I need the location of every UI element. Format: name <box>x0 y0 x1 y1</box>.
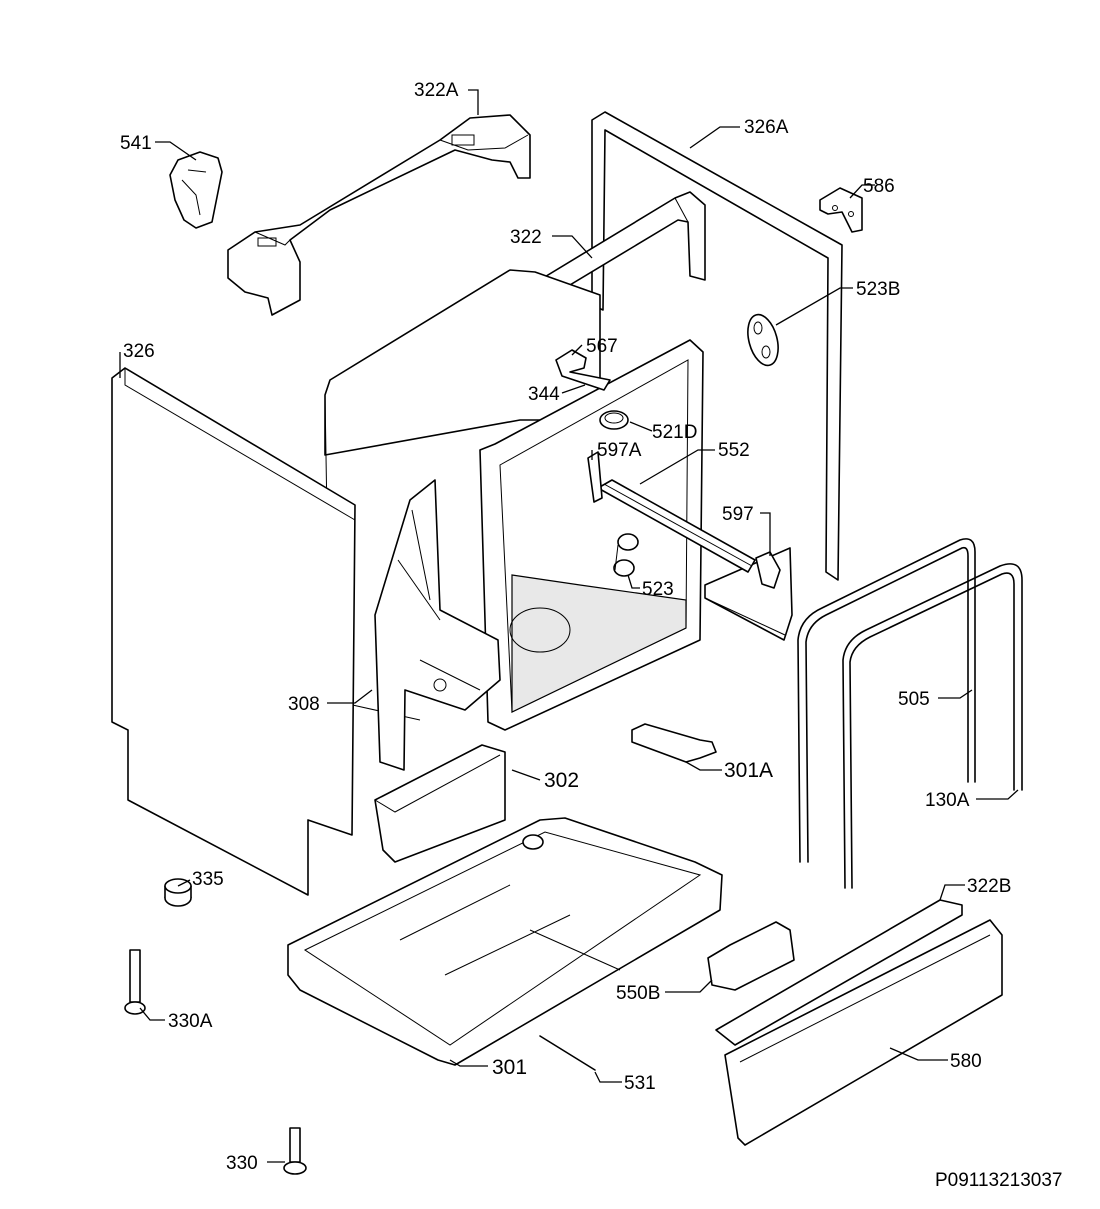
part-labels: 322A 541 326A 586 322 523B 326 567 344 5… <box>120 80 1011 1174</box>
label-550b: 550B <box>616 983 660 1004</box>
part-552-rail <box>587 451 781 589</box>
label-330a: 330A <box>168 1011 213 1032</box>
part-326-side-panel <box>111 367 356 896</box>
label-344: 344 <box>528 384 560 405</box>
label-335: 335 <box>192 869 224 890</box>
part-322b-580-plinth <box>715 899 1003 1146</box>
label-531: 531 <box>624 1073 656 1094</box>
label-330: 330 <box>226 1153 258 1174</box>
label-541: 541 <box>120 133 152 154</box>
part-302-control-box <box>374 744 506 863</box>
label-301: 301 <box>492 1056 527 1079</box>
label-301a: 301A <box>724 759 773 782</box>
label-580: 580 <box>950 1051 982 1072</box>
part-330a-screw <box>124 949 146 1015</box>
part-tub <box>324 269 704 731</box>
label-567: 567 <box>586 336 618 357</box>
label-523: 523 <box>642 579 674 600</box>
label-130a: 130A <box>925 790 970 811</box>
label-521d: 521D <box>652 422 697 443</box>
label-523b: 523B <box>856 279 900 300</box>
label-597: 597 <box>722 504 754 525</box>
part-301a-hook <box>631 723 717 763</box>
part-335-nut <box>164 878 192 907</box>
part-308-hinge <box>374 479 501 771</box>
drawing-code: P09113213037 <box>935 1170 1063 1191</box>
label-326a: 326A <box>744 117 789 138</box>
part-505-130a-seals <box>797 538 1023 889</box>
part-521d-plug <box>599 410 629 430</box>
part-567-344-clip <box>555 349 611 391</box>
label-326: 326 <box>123 341 155 362</box>
part-330-screw <box>283 1127 307 1175</box>
label-322: 322 <box>510 227 542 248</box>
label-552: 552 <box>718 440 750 461</box>
part-541-clip <box>169 151 223 229</box>
label-322b: 322B <box>967 876 1011 897</box>
label-505: 505 <box>898 689 930 710</box>
leader-lines <box>119 89 1019 1163</box>
part-523b-grommet <box>747 313 779 367</box>
label-308: 308 <box>288 694 320 715</box>
label-322a: 322A <box>414 80 459 101</box>
part-301-base <box>287 817 723 1066</box>
part-322a-top-bracket <box>227 114 531 316</box>
label-597a: 597A <box>597 440 642 461</box>
part-550b-bracket <box>707 921 795 991</box>
part-523-valve <box>613 533 639 577</box>
part-586-bracket <box>819 187 863 233</box>
label-302: 302 <box>544 769 579 792</box>
label-586: 586 <box>863 176 895 197</box>
part-531-rod <box>539 1035 596 1071</box>
